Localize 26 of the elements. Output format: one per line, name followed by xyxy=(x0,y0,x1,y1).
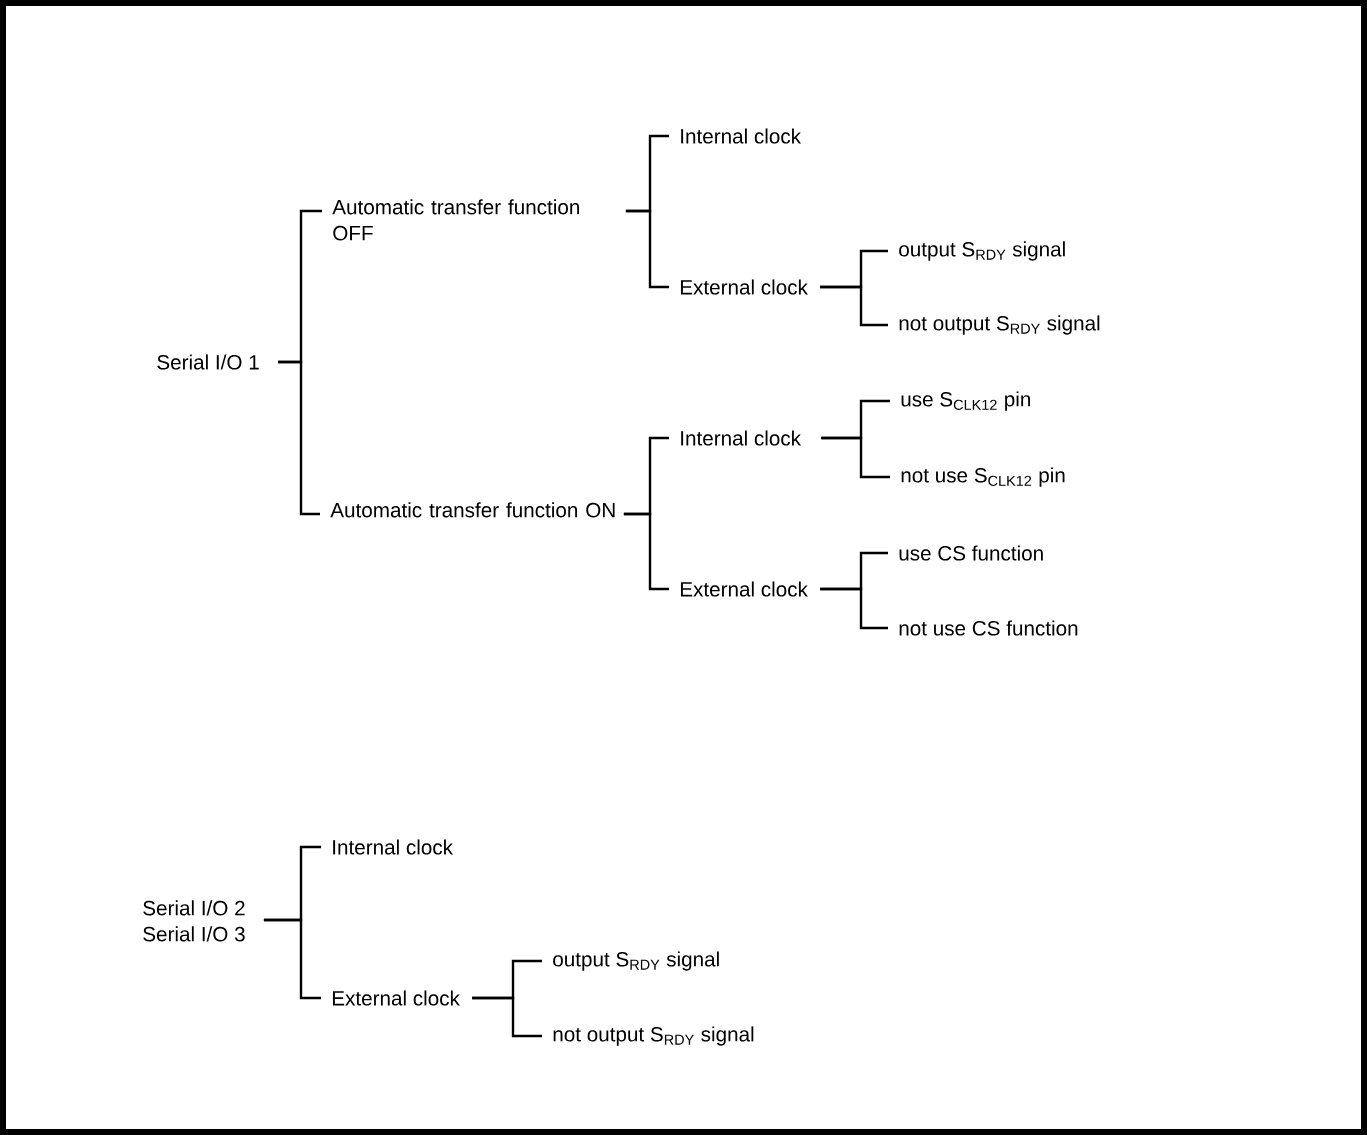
branch-label: External clock xyxy=(680,581,808,597)
branch-label: Serial I/O 1 xyxy=(157,354,259,370)
branch-label: External clock xyxy=(680,279,808,295)
bracket-connector xyxy=(623,512,669,591)
branch-label: use S$_{CLK12}$ pin xyxy=(901,391,1030,411)
branch-label: Automatic transfer function ON xyxy=(330,502,615,518)
bracket-connector xyxy=(278,360,320,516)
bracket-connector xyxy=(625,209,669,289)
branch-label: Automatic transfer function OFF xyxy=(332,199,579,241)
branch-label: not use CS function xyxy=(899,620,1078,636)
branch-label: External clock xyxy=(332,990,460,1006)
branch-label: output S$_{RDY}$ signal xyxy=(553,951,719,971)
bracket-connector xyxy=(472,996,542,1038)
branch-label: not use S$_{CLK12}$ pin xyxy=(901,467,1065,487)
branch-label: output S$_{RDY}$ signal xyxy=(899,241,1065,261)
branch-label: Internal clock xyxy=(681,128,801,144)
branch-label: not output S$_{RDY}$ signal xyxy=(899,315,1100,335)
bracket-connector xyxy=(820,285,888,327)
branch-label: not output S$_{RDY}$ signal xyxy=(553,1026,754,1046)
branch-label: Internal clock xyxy=(333,839,453,855)
bracket-connector xyxy=(820,587,888,630)
bracket-connector xyxy=(263,918,321,1000)
branch-label: Serial I/O 2 Serial I/O 3 xyxy=(143,900,245,942)
branch-label: use CS function xyxy=(899,545,1043,561)
bracket-connector xyxy=(821,436,890,479)
branch-label: Internal clock xyxy=(681,430,801,446)
